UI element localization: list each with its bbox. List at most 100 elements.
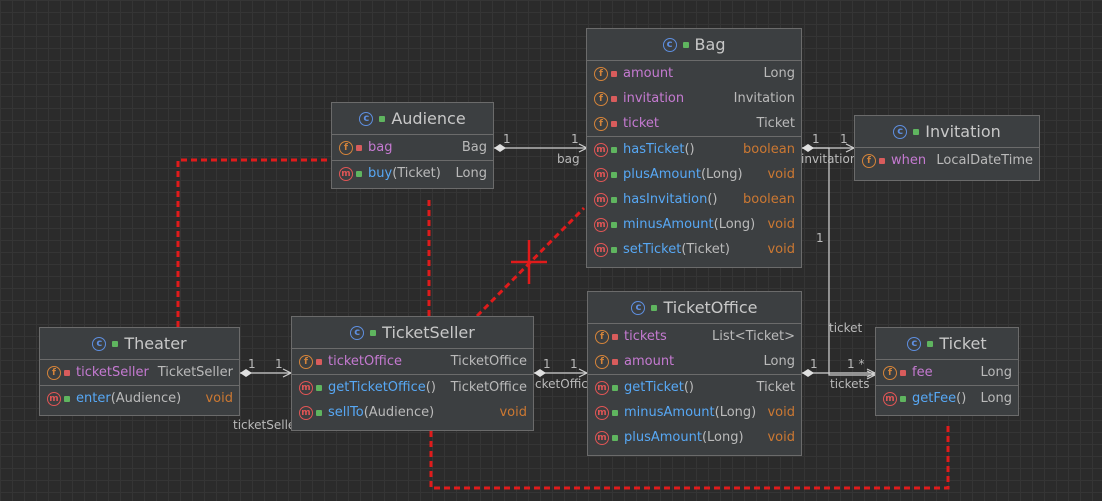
diamond-ticketseller [534, 369, 546, 377]
class-icon: c [662, 37, 677, 52]
class-icon: c [359, 111, 374, 126]
field-type: TicketSeller [157, 365, 233, 380]
field-name: invitation [623, 91, 685, 106]
method-return-type: void [767, 405, 795, 420]
method-name: setTicket [623, 242, 682, 257]
method-name: getFee [912, 391, 957, 406]
class-title: Theater [124, 334, 187, 353]
class-title: Bag [694, 35, 726, 54]
field-name: amount [623, 66, 674, 81]
method-return-type: boolean [743, 142, 795, 157]
edge-multiplicity: 1 [543, 357, 551, 371]
private-modifier-icon [900, 369, 906, 376]
class-header: c TicketSeller [292, 317, 533, 349]
class-header: c Ticket [876, 328, 1018, 360]
private-modifier-icon [64, 369, 70, 376]
method-name: hasInvitation [623, 192, 708, 207]
method-icon: m [594, 242, 608, 257]
method-icon: m [594, 192, 608, 207]
method-name: plusAmount [624, 430, 702, 445]
public-modifier-icon [611, 246, 617, 253]
public-modifier-icon [112, 340, 119, 347]
diamond-ticketoffice [802, 369, 814, 377]
edge-multiplicity: 1 [816, 231, 824, 245]
edge-multiplicity: 1 [810, 357, 818, 371]
class-title: Audience [391, 109, 466, 128]
public-modifier-icon [927, 340, 934, 347]
private-modifier-icon [611, 95, 617, 102]
class-icon: c [92, 336, 107, 351]
diamond-bag [802, 144, 814, 152]
field-name: tickets [624, 329, 667, 344]
method-return-type: Long [980, 391, 1012, 406]
private-modifier-icon [612, 333, 618, 340]
method-name: plusAmount [623, 167, 701, 182]
field-name: amount [624, 354, 675, 369]
public-modifier-icon [64, 395, 70, 402]
field-type: Long [763, 66, 795, 81]
class-title: Invitation [925, 122, 1001, 141]
method-return-type: void [499, 405, 527, 420]
field-name: fee [912, 365, 933, 380]
public-modifier-icon [651, 304, 658, 311]
edge-role-label: ticket [829, 321, 863, 335]
edge-role-label: ticketOffice [527, 377, 596, 391]
method-return-type: void [767, 217, 795, 232]
field-type: LocalDateTime [936, 153, 1033, 168]
class-icon: c [893, 124, 908, 139]
public-modifier-icon [611, 221, 617, 228]
private-modifier-icon [611, 70, 617, 77]
field-row[interactable]: f invitation Invitation [587, 86, 801, 111]
edge-role-label: tickets [830, 377, 870, 391]
class-header: c Bag [587, 29, 801, 61]
method-return-type: void [205, 391, 233, 406]
field-icon: f [594, 91, 608, 106]
public-modifier-icon [356, 170, 362, 177]
public-modifier-icon [379, 115, 386, 122]
method-name: buy [368, 166, 393, 181]
public-modifier-icon [900, 395, 906, 402]
field-type: TicketOffice [450, 354, 527, 369]
field-icon: f [299, 354, 313, 369]
field-type: Invitation [733, 91, 795, 106]
public-modifier-icon [370, 329, 377, 336]
method-return-type: boolean [743, 192, 795, 207]
public-modifier-icon [612, 434, 618, 441]
method-params: (Audience) [363, 405, 435, 420]
public-modifier-icon [913, 128, 920, 135]
private-modifier-icon [612, 358, 618, 365]
class-icon: c [350, 325, 365, 340]
